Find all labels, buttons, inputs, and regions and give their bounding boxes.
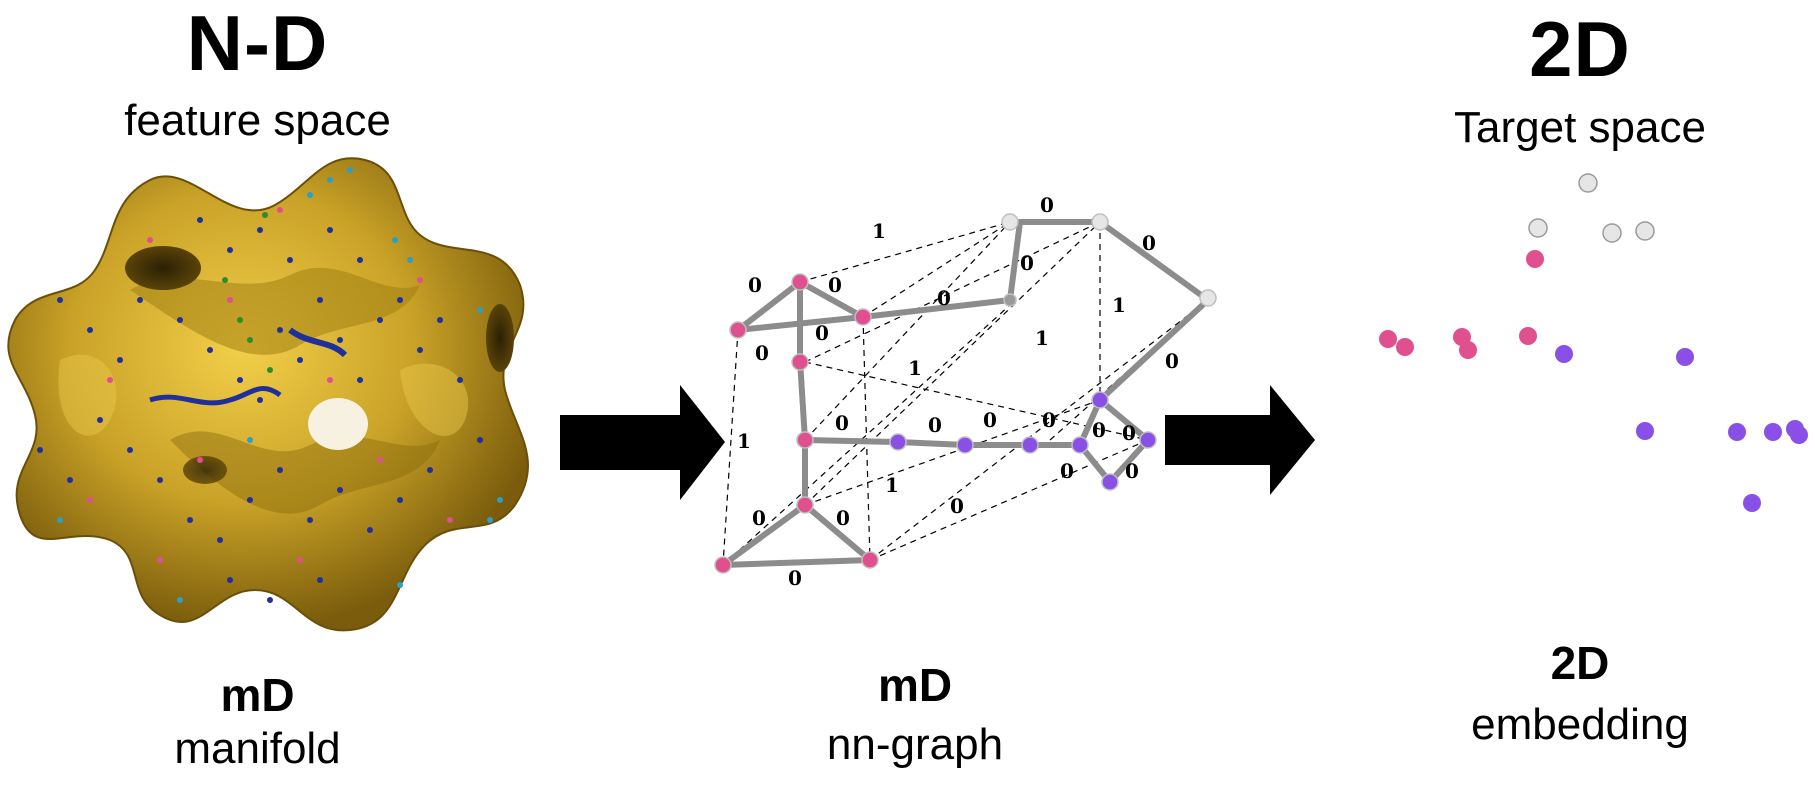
- edge-weight-label: 0: [1122, 421, 1136, 445]
- middle-caption-bold: mD: [877, 659, 953, 711]
- edge-weight-label: 1: [737, 429, 751, 453]
- edge-weight-label: 0: [1020, 251, 1034, 275]
- edge-weight-label: 0: [1142, 231, 1156, 255]
- edge-weight-label: 1: [872, 219, 886, 243]
- manifold-surface: [7, 157, 529, 632]
- right-caption-bold: 2D: [1550, 637, 1610, 689]
- right-title: 2D: [1529, 5, 1631, 93]
- left-caption-bold: mD: [220, 669, 295, 721]
- edge-weight-label: 0: [950, 494, 964, 518]
- embedding-points: [1379, 173, 1808, 512]
- dashed-edges: [722, 221, 1209, 566]
- left-caption: manifold: [174, 724, 341, 773]
- edge-weight-label: 0: [983, 408, 997, 432]
- edge-weight-label: 0: [815, 321, 829, 345]
- nn-graph: 1 0 0 0 0 0 0 0 1 0 0 1 0 1 0 0 0 0 0 0 …: [714, 193, 1217, 590]
- edge-weight-label: 0: [788, 566, 802, 590]
- edge-weight-label: 0: [748, 273, 762, 297]
- left-title: N-D: [186, 0, 329, 87]
- edge-weight-label: 0: [928, 413, 942, 437]
- edge-weight-label: 1: [908, 356, 922, 380]
- right-subtitle: Target space: [1454, 103, 1706, 152]
- middle-caption: nn-graph: [826, 720, 1004, 769]
- edge-weight-label: 0: [828, 273, 842, 297]
- left-subtitle: feature space: [124, 96, 391, 145]
- edge-weight-label: 0: [836, 506, 850, 530]
- arrow-right-icon: [1165, 385, 1315, 495]
- edge-weight-label: 0: [755, 341, 769, 365]
- edge-weight-label: 0: [835, 411, 849, 435]
- right-caption: embedding: [1471, 700, 1689, 749]
- edge-weight-label: 0: [1165, 349, 1179, 373]
- graph-nodes: [714, 213, 1217, 574]
- edge-weight-label: 0: [1092, 418, 1106, 442]
- edge-weight-label: 0: [1042, 408, 1056, 432]
- edge-weight-label: 0: [1040, 193, 1054, 217]
- edge-weight-label: 0: [937, 286, 951, 310]
- edge-weight-label: 0: [752, 506, 766, 530]
- solid-edges: [720, 219, 1211, 568]
- edge-weight-label: 1: [885, 473, 899, 497]
- edge-weight-label: 1: [1112, 293, 1126, 317]
- arrow-right-icon: [560, 385, 725, 500]
- manifold-points: [37, 167, 503, 603]
- edge-weight-label: 0: [1060, 459, 1074, 483]
- edge-weight-label: 1: [1035, 326, 1049, 350]
- edge-weight-label: 0: [1125, 459, 1139, 483]
